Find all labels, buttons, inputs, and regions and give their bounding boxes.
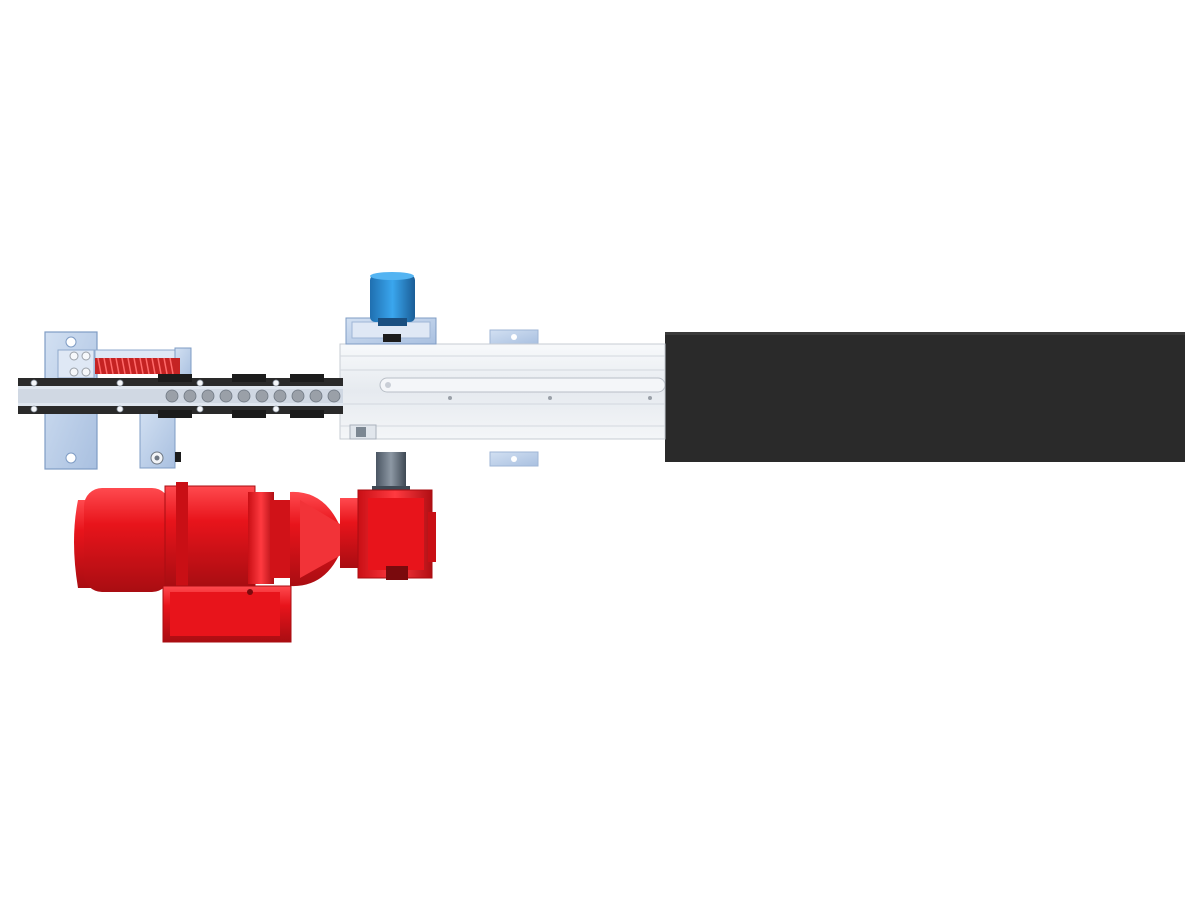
drive-chain (18, 374, 343, 418)
proximity-sensor (345, 272, 437, 345)
conveyor-belt (665, 332, 1185, 462)
gearbox-output-shaft (372, 452, 410, 492)
gear-motor (74, 482, 436, 643)
aluminum-profile-rail (339, 329, 666, 467)
tension-spring (95, 357, 180, 375)
